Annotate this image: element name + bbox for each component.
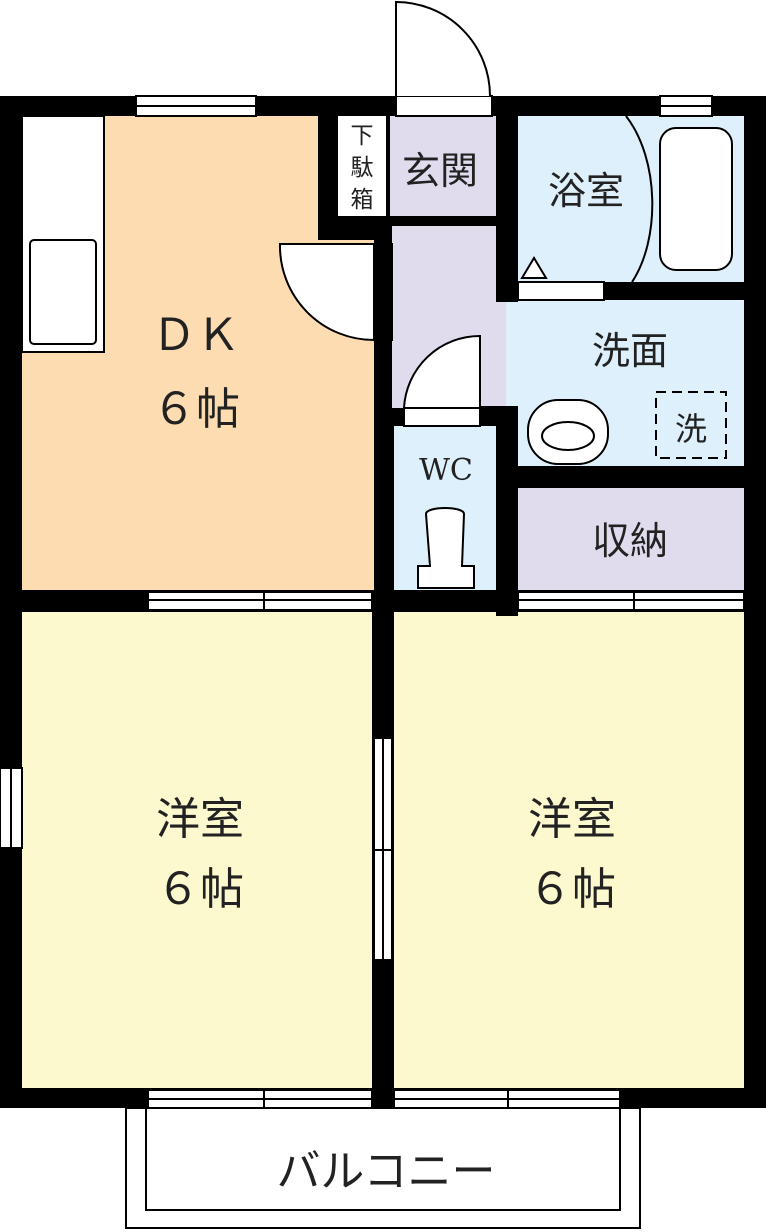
washer-space bbox=[655, 391, 727, 459]
bath-door-curve bbox=[625, 115, 654, 283]
bath-label: 浴室 bbox=[548, 169, 624, 213]
western-right-size: ６帖 bbox=[528, 864, 616, 915]
sentaku-label: 洗 bbox=[675, 410, 707, 448]
sliding-door-dk bbox=[147, 591, 373, 611]
kitchen-sink bbox=[29, 239, 97, 345]
window-bottom-left bbox=[147, 1089, 373, 1109]
bathtub bbox=[659, 127, 733, 271]
getabako-char-3: 箱 bbox=[351, 187, 374, 213]
dk-size: ６帖 bbox=[152, 384, 240, 435]
bath-drain-icon bbox=[520, 256, 548, 279]
dk-door-swing bbox=[278, 243, 375, 342]
getabako-char-1: 下 bbox=[351, 123, 374, 149]
getabako-area bbox=[338, 116, 386, 216]
toilet-icon bbox=[417, 507, 475, 589]
western-left-label: 洋室 bbox=[156, 794, 244, 845]
entrance-door-swing bbox=[395, 0, 491, 97]
wc-door-swing bbox=[402, 334, 481, 409]
window-bottom-right bbox=[393, 1089, 621, 1109]
storage-label: 収納 bbox=[592, 519, 668, 563]
genkan-label: 玄関 bbox=[402, 149, 478, 193]
senmen-label: 洗面 bbox=[592, 329, 668, 373]
getabako-char-2: 駄 bbox=[351, 155, 374, 181]
wc-label: WC bbox=[419, 453, 473, 488]
balcony-label: バルコニー bbox=[276, 1146, 495, 1197]
sliding-door-between-rooms bbox=[373, 737, 393, 961]
sliding-door-storage bbox=[517, 591, 745, 611]
western-right-floor bbox=[394, 612, 744, 1088]
storage-floor bbox=[518, 488, 744, 590]
genkan-floor bbox=[390, 116, 496, 220]
entrance-opening bbox=[395, 95, 493, 117]
western-left-floor bbox=[22, 612, 372, 1088]
balcony-inner bbox=[145, 1107, 621, 1211]
dk-label: ＤＫ bbox=[152, 310, 240, 361]
western-left-size: ６帖 bbox=[156, 864, 244, 915]
western-right-label: 洋室 bbox=[528, 794, 616, 845]
